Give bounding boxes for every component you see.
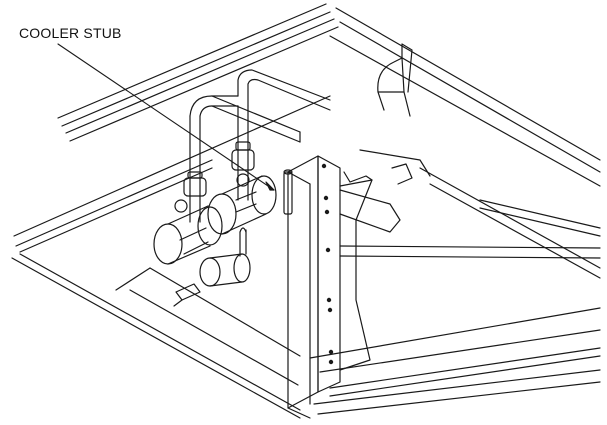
callout-label-cooler-stub: COOLER STUB [19, 25, 122, 41]
callout-leader [58, 44, 274, 190]
right-frame-rails [310, 8, 600, 414]
cooler-lower [154, 206, 222, 264]
filter-drier [200, 228, 250, 286]
cooler-upper [208, 176, 276, 234]
drain-fitting [174, 284, 200, 306]
cooler-stub [284, 170, 292, 214]
vertical-post [288, 156, 340, 418]
upper-piping [190, 44, 412, 222]
gusset-plate [340, 172, 372, 370]
valve-upper [232, 142, 254, 186]
valve-lower [175, 172, 206, 212]
base-frame-rails [12, 4, 338, 418]
cross-piping [340, 150, 430, 232]
